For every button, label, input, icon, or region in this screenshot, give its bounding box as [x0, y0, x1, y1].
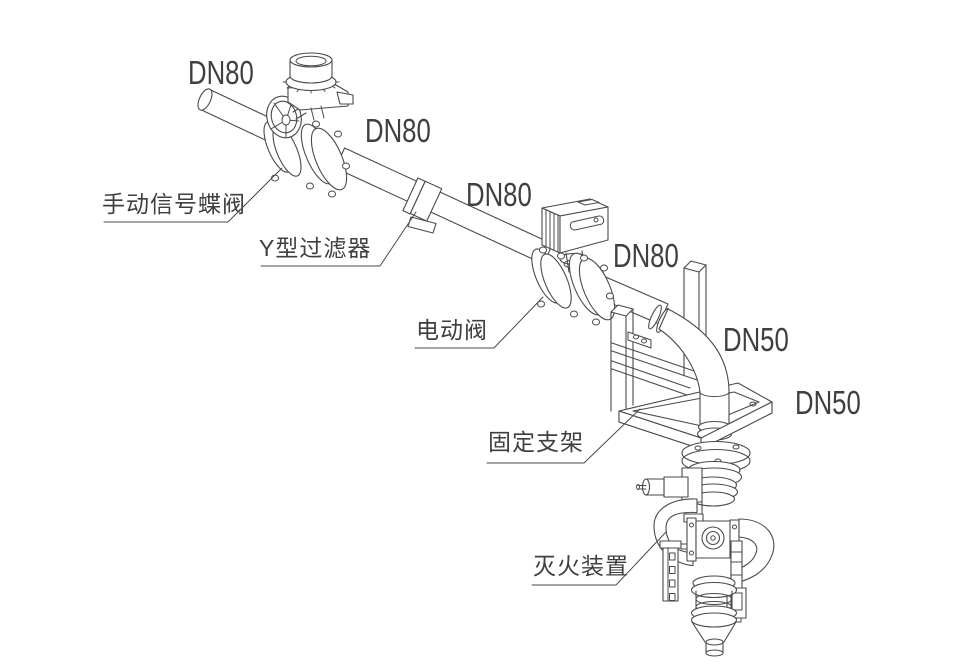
size-label-dn80-inlet: DN80 — [188, 54, 254, 91]
release-motor — [636, 467, 703, 503]
electric-valve — [531, 198, 616, 326]
bracket-rails — [611, 331, 701, 397]
part-label-fixed-bracket: 固定支架 — [488, 429, 584, 455]
size-label-dn80-valve: DN80 — [466, 176, 532, 213]
nozzle — [690, 575, 738, 657]
size-label-dn80-outlet: DN80 — [613, 237, 679, 274]
valve-body — [683, 513, 740, 562]
manual-signal-butterfly-valve — [263, 52, 354, 198]
slotted-rail — [659, 540, 688, 602]
leader-lines — [103, 167, 667, 586]
size-label-dn50-elbow: DN50 — [723, 321, 789, 358]
bracket-post-left — [610, 304, 634, 412]
part-label-y-strainer: Y型过滤器 — [259, 235, 372, 261]
fire-extinguishing-device — [636, 467, 775, 657]
part-label-manual-butterfly-valve: 手动信号蝶阀 — [102, 191, 246, 217]
signal-head — [282, 52, 354, 121]
flange-bolts — [537, 246, 614, 326]
pipe-dn80-inlet — [197, 88, 278, 142]
size-label-dn50-drop: DN50 — [795, 384, 861, 421]
part-label-fire-extinguishing-device: 灭火装置 — [533, 553, 629, 579]
part-label-electric-valve: 电动阀 — [416, 317, 488, 343]
size-label-dn80-mid: DN80 — [365, 112, 431, 149]
